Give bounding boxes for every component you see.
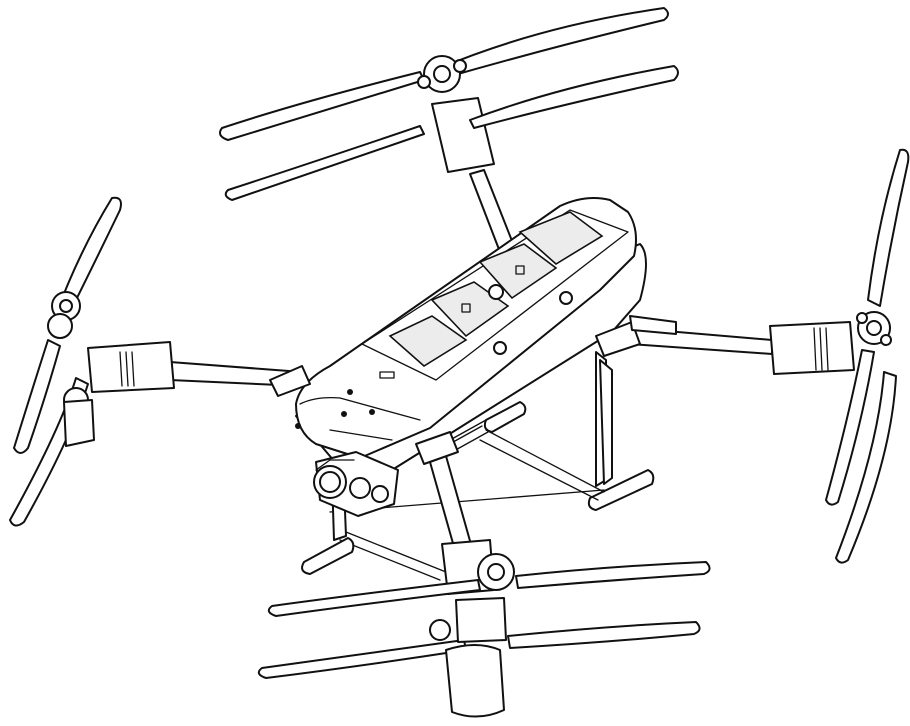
propeller-back — [219, 7, 679, 201]
gimbal-camera — [313, 451, 399, 517]
propeller-front — [257, 553, 711, 718]
arm-joints — [269, 315, 677, 465]
propeller-right — [825, 148, 910, 564]
propeller-left — [9, 196, 122, 527]
drone-body — [295, 197, 647, 471]
